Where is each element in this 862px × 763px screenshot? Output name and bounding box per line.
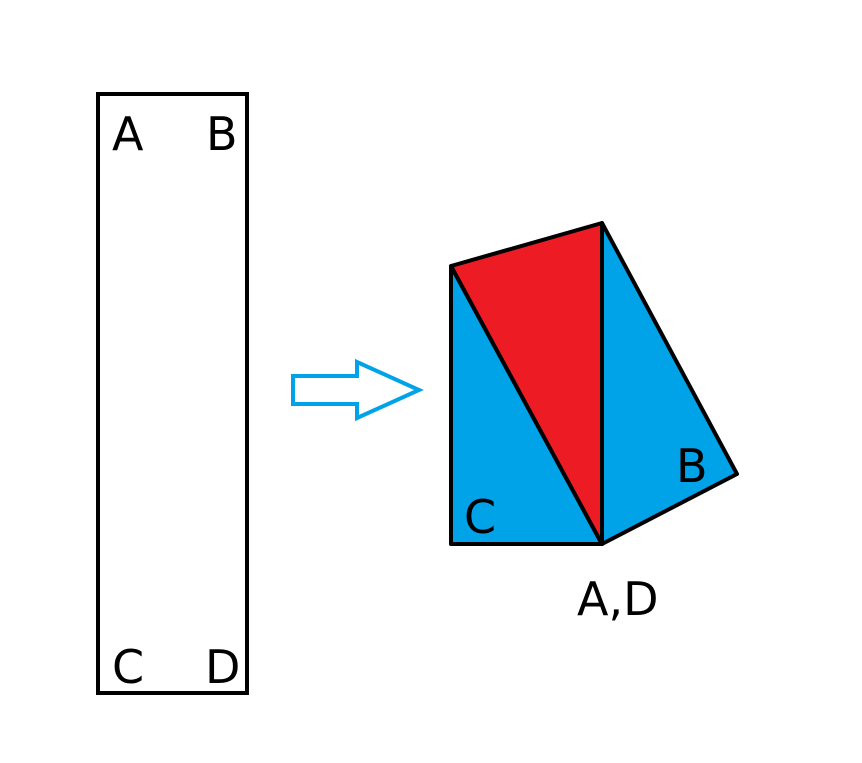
corner-label-a: A (112, 107, 144, 161)
corner-label-c: C (112, 640, 144, 694)
face-label-b: B (676, 439, 708, 493)
vertex-label-ad: A,D (577, 572, 659, 626)
corner-label-d: D (205, 640, 240, 694)
rectangle-strip (96, 92, 249, 695)
face-label-c: C (464, 490, 496, 544)
corner-label-b: B (206, 107, 238, 161)
folded-shape (449, 221, 739, 546)
right-blue-face (600, 221, 739, 546)
arrow-right-icon (291, 358, 424, 422)
